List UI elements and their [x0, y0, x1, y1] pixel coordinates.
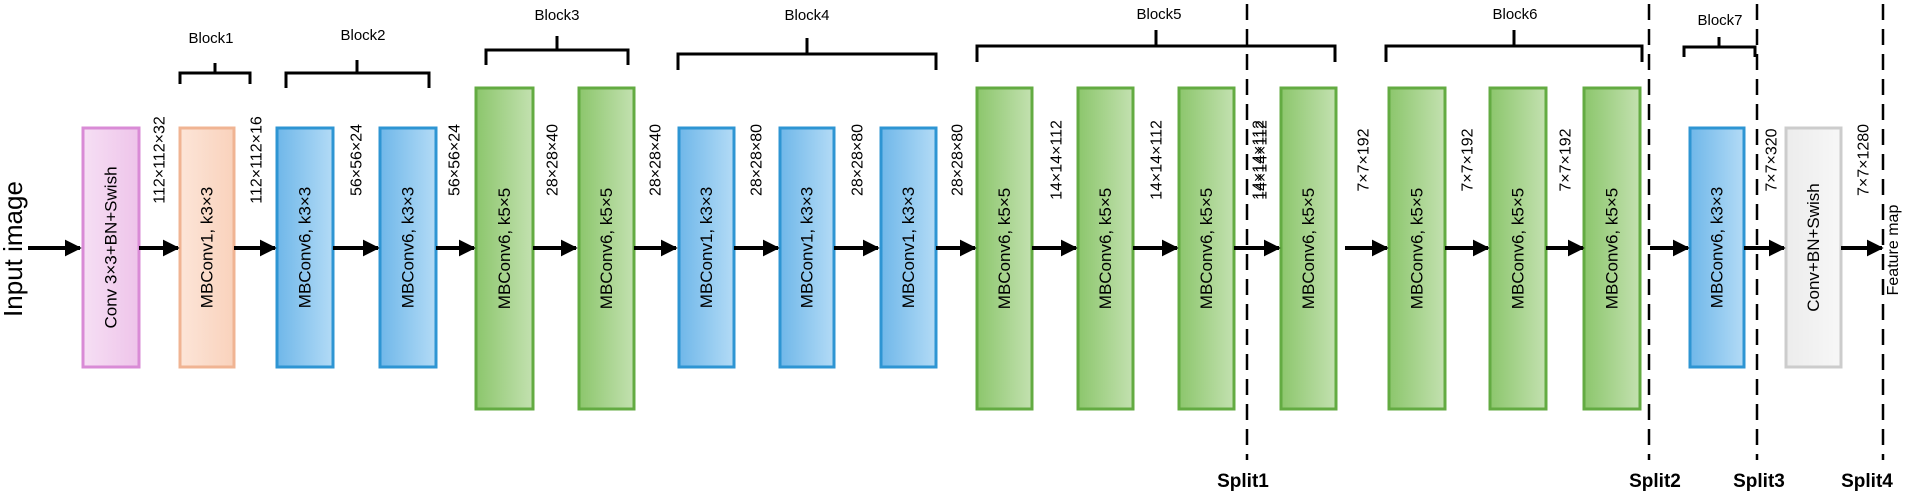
layer-label-12: MBConv6, k5×5	[1197, 188, 1216, 309]
layer-label-17: MBConv6, k3×3	[1708, 187, 1727, 308]
dimension-label-7: 28×28×80	[749, 124, 766, 196]
layer-rect-15	[1488, 86, 1548, 411]
layer-label-4: MBConv6, k3×3	[399, 187, 418, 308]
dimension-label-18: 7×7×1280	[1856, 124, 1873, 196]
layer-label-16: MBConv6, k5×5	[1603, 188, 1622, 309]
layer-label-14: MBConv6, k5×5	[1408, 188, 1427, 309]
split4-label: Split4	[1841, 471, 1893, 492]
block7-label: Block7	[1697, 12, 1742, 29]
layer-box-18: Conv+BN+Swish	[1784, 126, 1843, 369]
dimension-label-10: 14×14×112	[1049, 120, 1066, 200]
split2-label: Split2	[1629, 471, 1681, 492]
layer-box-6: MBConv6, k5×5	[577, 86, 636, 411]
layer-boxes: Conv 3×3+BN+Swish MBConv1, k3×3 MBConv6, k…	[81, 86, 1843, 411]
layer-rect-7	[677, 126, 736, 369]
input-image-label: Input image	[0, 181, 28, 317]
layer-rect-4	[378, 126, 438, 369]
layer-label-2: MBConv1, k3×3	[198, 187, 217, 308]
layer-box-13: MBConv6, k5×5	[1279, 86, 1338, 411]
feature-map-label: Feature map	[1885, 205, 1902, 296]
dimension-label-12: 14×14×112	[1251, 120, 1268, 200]
block1-brace	[178, 63, 252, 84]
layer-label-6: MBConv6, k5×5	[597, 188, 616, 309]
block7-brace	[1682, 37, 1757, 57]
dimension-label-14: 7×7×192	[1356, 128, 1373, 191]
dimension-label-9: 28×28×80	[950, 124, 967, 196]
layer-label-18: Conv+BN+Swish	[1804, 183, 1823, 312]
dimension-label-8: 28×28×80	[850, 124, 867, 196]
layer-box-16: MBConv6, k5×5	[1582, 86, 1642, 411]
dimension-labels: 112×112×32 112×112×16 56×56×24 56×56×24 28×2…	[152, 116, 1873, 204]
dimension-label-5: 28×28×40	[545, 124, 562, 196]
split1-label: Split1	[1217, 471, 1269, 492]
layer-box-9: MBConv1, k3×3	[879, 126, 938, 369]
dimension-label-6: 28×28×40	[648, 124, 665, 196]
layer-box-12: MBConv6, k5×5	[1177, 86, 1236, 411]
layer-rect-12	[1177, 86, 1236, 411]
layer-label-1: Conv 3×3+BN+Swish	[102, 166, 121, 328]
layer-label-9: MBConv1, k3×3	[899, 187, 918, 308]
dimension-label-1: 112×112×32	[152, 116, 169, 204]
layer-label-8: MBConv1, k3×3	[798, 187, 817, 308]
layer-rect-9	[879, 126, 938, 369]
layer-box-17: MBConv6, k3×3	[1688, 126, 1746, 369]
block2-label: Block2	[340, 27, 385, 44]
block5-brace	[975, 30, 1337, 62]
layer-rect-16	[1582, 86, 1642, 411]
layer-box-2: MBConv1, k3×3	[178, 126, 236, 369]
block6-label: Block6	[1492, 6, 1537, 23]
layer-label-11: MBConv6, k5×5	[1096, 188, 1115, 309]
layer-rect-3	[275, 126, 335, 369]
layer-box-10: MBConv6, k5×5	[975, 86, 1034, 411]
dimension-label-3: 56×56×24	[349, 124, 366, 196]
layer-rect-1	[81, 126, 141, 369]
block3-label: Block3	[534, 7, 579, 24]
layer-box-8: MBConv1, k3×3	[778, 126, 836, 369]
block2-brace	[284, 60, 431, 88]
layer-rect-13	[1279, 86, 1338, 411]
layer-rect-10	[975, 86, 1034, 411]
dimension-label-13: 14×14×112	[1254, 120, 1271, 200]
block6-brace	[1384, 30, 1644, 62]
dimension-label-16: 7×7×192	[1558, 128, 1575, 191]
layer-rect-14	[1387, 86, 1447, 411]
layer-box-4: MBConv6, k3×3	[378, 126, 438, 369]
layer-rect-17	[1688, 126, 1746, 369]
block5-label: Block5	[1136, 6, 1181, 23]
layer-rect-6	[577, 86, 636, 411]
layer-label-13: MBConv6, k5×5	[1299, 188, 1318, 309]
layer-box-7: MBConv1, k3×3	[677, 126, 736, 369]
dimension-label-4: 56×56×24	[447, 124, 464, 196]
block4-label: Block4	[784, 7, 829, 24]
split3-label: Split3	[1733, 471, 1785, 492]
dimension-label-15: 7×7×192	[1460, 128, 1477, 191]
block4-brace	[676, 38, 938, 70]
layer-rect-5	[474, 86, 535, 411]
block1-label: Block1	[188, 30, 233, 47]
layer-label-3: MBConv6, k3×3	[296, 187, 315, 308]
dimension-label-17: 7×7×320	[1764, 128, 1781, 191]
layer-box-3: MBConv6, k3×3	[275, 126, 335, 369]
layer-box-14: MBConv6, k5×5	[1387, 86, 1447, 411]
dimension-label-2: 112×112×16	[249, 116, 266, 204]
layer-box-5: MBConv6, k5×5	[474, 86, 535, 411]
layer-label-15: MBConv6, k5×5	[1509, 188, 1528, 309]
layer-rect-11	[1076, 86, 1135, 411]
layer-box-1: Conv 3×3+BN+Swish	[81, 126, 141, 369]
layer-label-5: MBConv6, k5×5	[495, 188, 514, 309]
block3-brace	[484, 36, 630, 65]
dimension-label-11: 14×14×112	[1149, 120, 1166, 200]
layer-label-7: MBConv1, k3×3	[697, 187, 716, 308]
layer-box-11: MBConv6, k5×5	[1076, 86, 1135, 411]
layer-box-15: MBConv6, k5×5	[1488, 86, 1548, 411]
layer-label-10: MBConv6, k5×5	[995, 188, 1014, 309]
